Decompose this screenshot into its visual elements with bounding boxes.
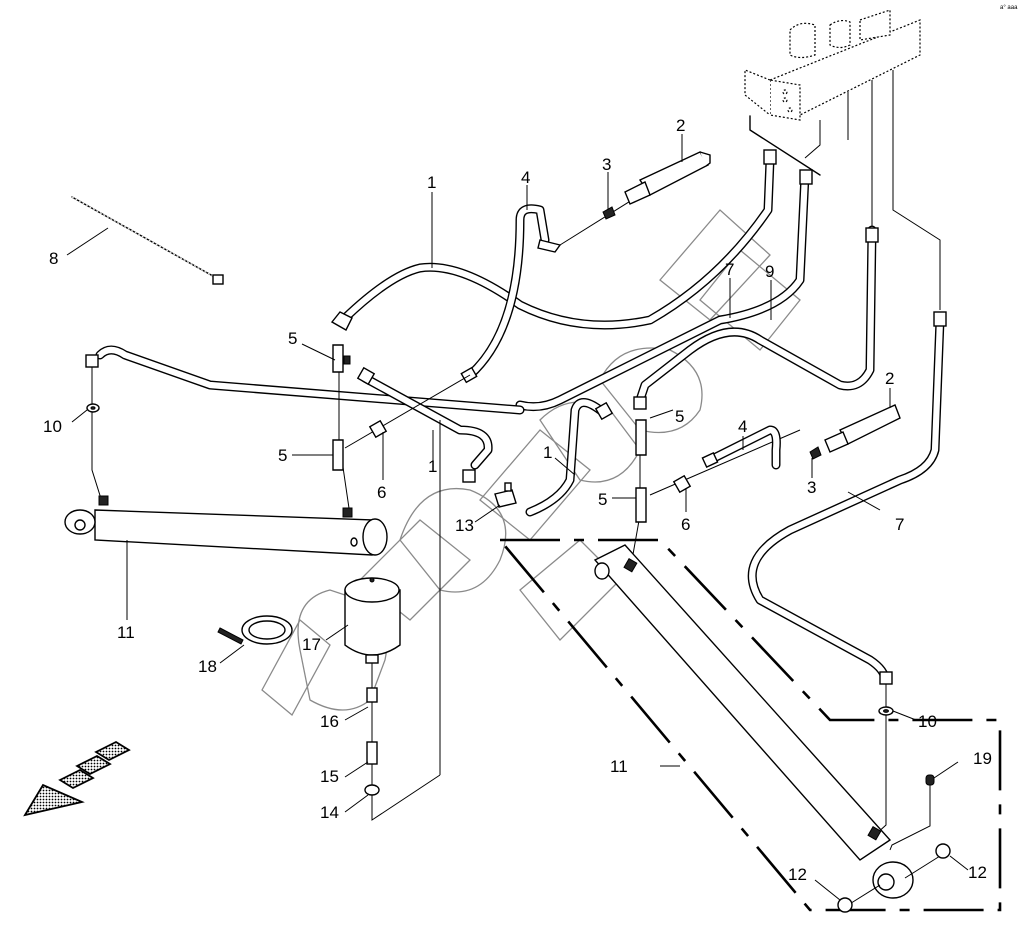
pipe-7-9 xyxy=(515,169,879,412)
callout-5[interactable]: 5 xyxy=(278,446,287,465)
corner-mark: a° aaa xyxy=(1000,5,1018,11)
tee-13 xyxy=(494,482,517,508)
callout-7[interactable]: 7 xyxy=(895,515,904,534)
callout-12[interactable]: 12 xyxy=(788,865,807,884)
callout-16[interactable]: 16 xyxy=(320,712,339,731)
tee-fittings-left xyxy=(332,344,471,516)
callouts: 1 1 1 2 2 3 3 4 4 5 5 5 5 6 6 7 7 8 9 10… xyxy=(43,116,992,884)
callout-5[interactable]: 5 xyxy=(598,490,607,509)
cylinder-right xyxy=(593,544,951,913)
callout-11[interactable]: 11 xyxy=(610,757,628,776)
callout-4[interactable]: 4 xyxy=(738,417,747,436)
valve-block xyxy=(744,9,941,310)
cylinder-left xyxy=(64,495,388,556)
callout-1[interactable]: 1 xyxy=(427,173,436,192)
pipe-left-long xyxy=(85,345,525,506)
callout-10[interactable]: 10 xyxy=(43,417,62,436)
callout-12[interactable]: 12 xyxy=(968,863,987,882)
leader-lines xyxy=(66,134,969,901)
callout-6[interactable]: 6 xyxy=(681,515,690,534)
callout-14[interactable]: 14 xyxy=(320,803,339,822)
callout-8[interactable]: 8 xyxy=(49,249,58,268)
callout-5[interactable]: 5 xyxy=(675,407,684,426)
callout-5[interactable]: 5 xyxy=(288,329,297,348)
callout-6[interactable]: 6 xyxy=(377,483,386,502)
callout-4[interactable]: 4 xyxy=(521,168,530,187)
accumulator-upper xyxy=(559,151,711,246)
callout-3[interactable]: 3 xyxy=(602,155,611,174)
callout-15[interactable]: 15 xyxy=(320,767,339,786)
callout-1[interactable]: 1 xyxy=(428,457,437,476)
reservoir-assembly xyxy=(217,420,441,821)
callout-2[interactable]: 2 xyxy=(885,369,894,388)
callout-13[interactable]: 13 xyxy=(455,516,474,535)
callout-2[interactable]: 2 xyxy=(676,116,685,135)
callout-18[interactable]: 18 xyxy=(198,657,217,676)
callout-10[interactable]: 10 xyxy=(918,712,937,731)
callout-3[interactable]: 3 xyxy=(807,478,816,497)
callout-1[interactable]: 1 xyxy=(543,443,552,462)
hose-4-upper xyxy=(460,204,562,384)
pipe-1-middle xyxy=(356,366,614,517)
front-direction-arrow xyxy=(23,740,131,817)
callout-9[interactable]: 9 xyxy=(765,262,774,281)
callout-19[interactable]: 19 xyxy=(973,749,992,768)
callout-17[interactable]: 17 xyxy=(302,635,321,654)
cylinder-outline-box xyxy=(499,538,1002,912)
callout-11[interactable]: 11 xyxy=(117,623,135,642)
callout-7[interactable]: 7 xyxy=(725,260,734,279)
tee-fittings-right xyxy=(631,404,901,561)
cable-tie xyxy=(71,196,224,285)
watermark xyxy=(261,209,801,717)
pipe-1-upper xyxy=(330,149,777,331)
